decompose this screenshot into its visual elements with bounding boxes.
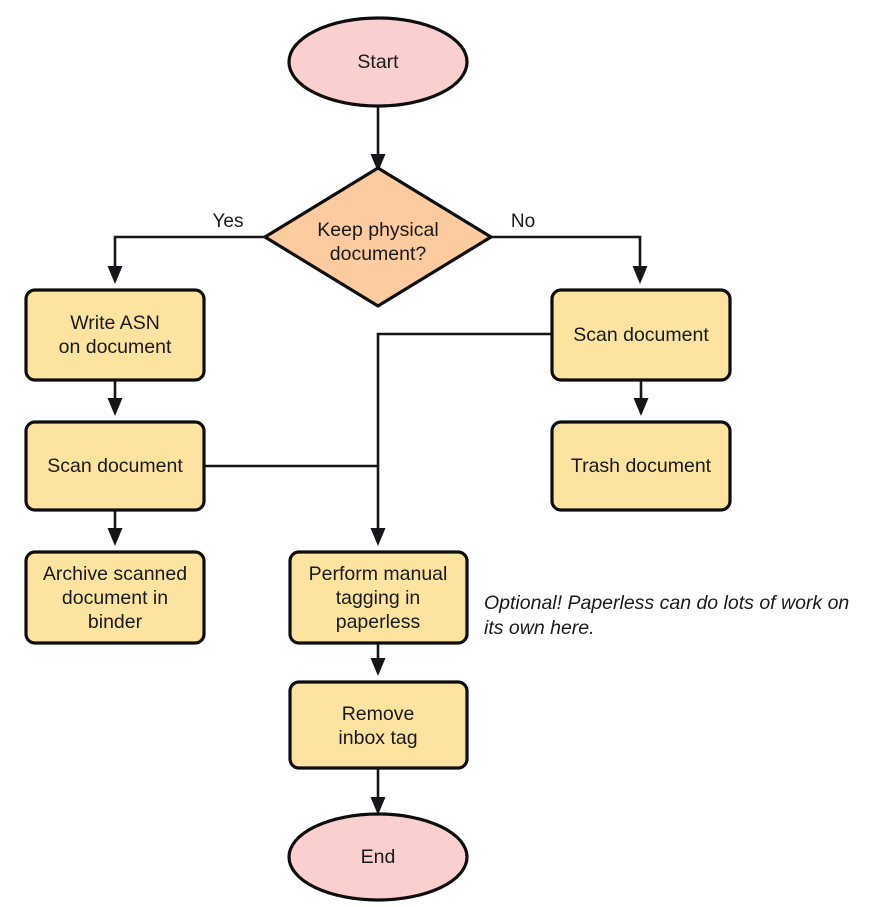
scan-document-right-rect-shape — [550, 288, 732, 382]
node-scan-document-right[interactable]: Scan document — [550, 288, 732, 382]
manual-tagging-label-line3: paperless — [336, 611, 421, 633]
node-trash-document[interactable]: Trash document — [550, 420, 732, 512]
edge-remove-inbox-tag-to-end — [370, 768, 386, 815]
archive-binder-label-line3: binder — [88, 611, 143, 633]
edge-write-asn-to-scan-left — [107, 380, 123, 416]
node-manual-tagging[interactable]: Perform manual tagging in paperless — [288, 550, 469, 645]
write-asn-label-line2: on document — [59, 336, 172, 358]
archive-binder-label-line2: document in — [62, 587, 168, 609]
edge-decision-yes-to-write-asn — [107, 235, 265, 284]
start-label: Start — [357, 51, 399, 73]
decision-diamond-shape — [263, 166, 493, 308]
edge-scan-right-to-trash — [633, 380, 649, 416]
scan-document-right-label: Scan document — [573, 324, 709, 346]
archive-binder-label-line1: Archive scanned — [43, 563, 187, 585]
edge-start-to-decision — [370, 106, 386, 172]
edge-label-no: No — [511, 211, 535, 232]
node-scan-document-left[interactable]: Scan document — [24, 420, 206, 512]
scan-document-left-rect-shape — [24, 420, 206, 512]
write-asn-label-line1: Write ASN — [70, 312, 160, 334]
edge-label-layer: Yes No — [213, 211, 536, 232]
node-end[interactable]: End — [287, 812, 469, 902]
start-ellipse-shape — [287, 16, 469, 108]
trash-document-label: Trash document — [571, 455, 712, 477]
end-label: End — [361, 846, 396, 868]
edge-manual-tagging-to-remove-inbox-tag — [370, 643, 386, 676]
edge-decision-no-to-scan-right — [491, 235, 648, 284]
manual-tagging-label-line2: tagging in — [336, 587, 421, 609]
remove-inbox-tag-label-line1: Remove — [342, 703, 415, 725]
scan-document-left-label: Scan document — [47, 455, 183, 477]
node-remove-inbox-tag[interactable]: Remove inbox tag — [288, 680, 469, 770]
node-start[interactable]: Start — [287, 16, 469, 108]
edge-layer — [107, 106, 649, 815]
end-ellipse-shape — [287, 812, 469, 902]
node-archive-binder[interactable]: Archive scanned document in binder — [24, 550, 206, 645]
edge-scan-left-to-archive — [107, 510, 123, 546]
edge-scan-right-to-manual-tagging — [370, 332, 552, 546]
node-decision-keep-physical[interactable]: Keep physical document? — [263, 166, 493, 308]
node-write-asn[interactable]: Write ASN on document — [24, 288, 206, 382]
remove-inbox-tag-label-line2: inbox tag — [338, 727, 417, 749]
optional-note-line1: Optional! Paperless can do lots of work … — [484, 592, 849, 614]
write-asn-rect-shape — [24, 288, 206, 382]
decision-label-line2: document? — [330, 243, 427, 265]
decision-label-line1: Keep physical — [317, 219, 438, 241]
remove-inbox-tag-rect-shape — [288, 680, 469, 770]
manual-tagging-rect-shape — [288, 550, 469, 645]
trash-document-rect-shape — [550, 420, 732, 512]
optional-note-line2: its own here. — [484, 617, 595, 639]
archive-binder-rect-shape — [24, 550, 206, 645]
edge-label-yes: Yes — [213, 211, 244, 232]
optional-note: Optional! Paperless can do lots of work … — [484, 592, 849, 639]
manual-tagging-label-line1: Perform manual — [309, 563, 448, 585]
